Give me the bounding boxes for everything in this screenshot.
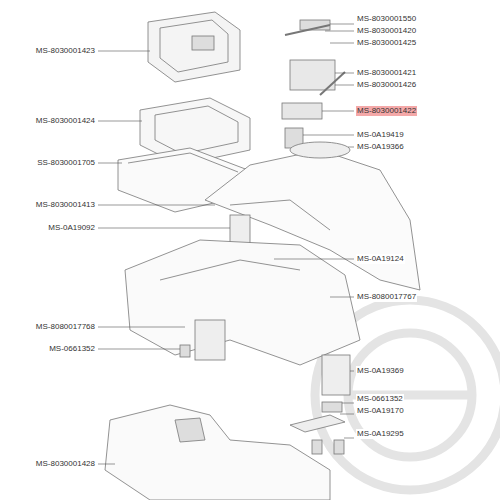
part-number: MS-8030001421 [356, 68, 417, 78]
base-body [125, 240, 360, 365]
part-number: SS-8030001705 [36, 158, 96, 168]
part-number: MS-0A19366 [356, 142, 405, 152]
part-number: MS-8080017767 [356, 292, 417, 302]
pcb-parts [282, 20, 350, 158]
part-number: MS-0661352 [48, 344, 96, 354]
part-number: MS-8030001424 [35, 116, 96, 126]
display-cover [148, 12, 240, 82]
lower-parts [290, 355, 350, 454]
leader-lines [98, 24, 354, 464]
part-number: MS-0A19369 [356, 366, 405, 376]
part-number: MS-8030001426 [356, 80, 417, 90]
part-number: MS-0A19295 [356, 429, 405, 439]
part-number: MS-8080017768 [35, 322, 96, 332]
part-number: MS-8030001428 [35, 459, 96, 469]
part-number: MS-8030001422 [356, 106, 417, 116]
part-number: MS-8030001550 [356, 14, 417, 24]
part-number: MS-0A19170 [356, 406, 405, 416]
part-number: MS-8030001413 [35, 200, 96, 210]
handle-base [105, 405, 330, 500]
part-number: MS-0661352 [356, 394, 404, 404]
part-number: MS-8030001423 [35, 46, 96, 56]
part-number: MS-0A19419 [356, 130, 405, 140]
part-number: MS-0A19124 [356, 254, 405, 264]
part-number: MS-8030001420 [356, 26, 417, 36]
part-number: MS-8030001425 [356, 38, 417, 48]
valve-block [180, 320, 225, 360]
part-number: MS-0A19092 [47, 223, 96, 233]
